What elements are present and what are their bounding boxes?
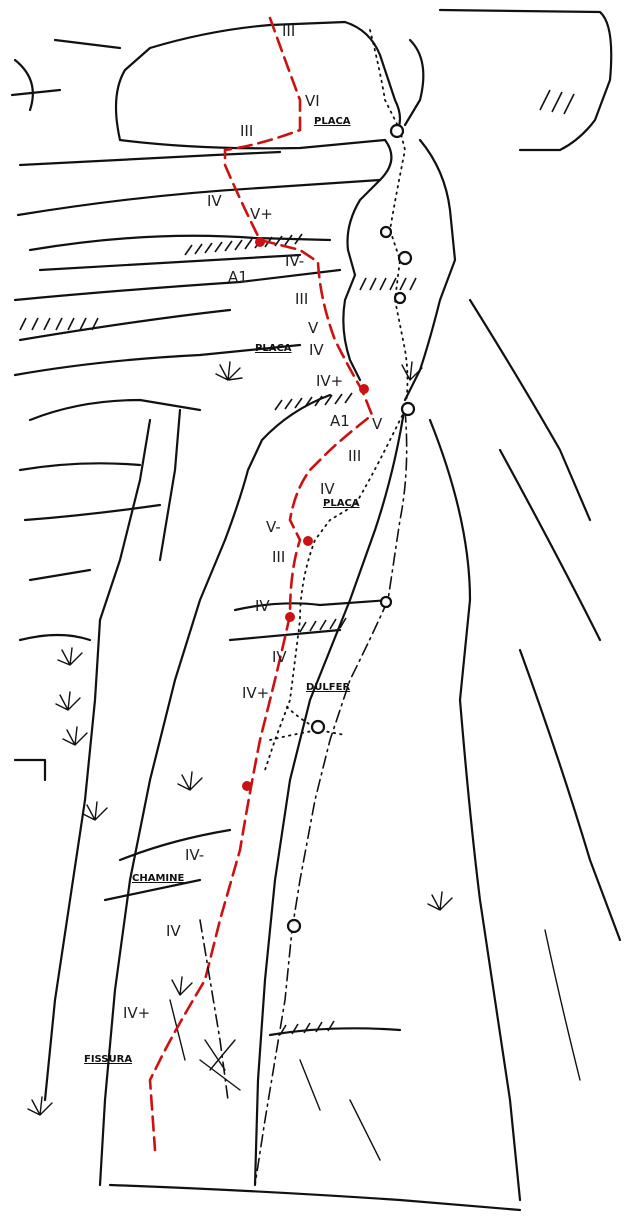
grade-iv-1: IV (207, 192, 222, 210)
grade-ivplus-2: IV+ (242, 684, 269, 702)
grade-ivminus-2: IV- (185, 846, 204, 864)
grade-ivplus-3: IV+ (123, 1004, 150, 1022)
grade-a1-2: A1 (330, 412, 350, 430)
grade-v-2: V (372, 415, 383, 433)
right-wall-edge (430, 420, 520, 1200)
chimney-ledges (105, 830, 230, 900)
bush-2 (58, 648, 82, 665)
label-placa-low: PLACA (323, 498, 360, 509)
grade-iv-5: IV (272, 648, 287, 666)
belay-ring-6 (381, 597, 391, 607)
grade-iii-3: III (295, 290, 308, 308)
bush-4 (63, 727, 87, 745)
hatched-overhangs (20, 90, 574, 1035)
left-block-lines (20, 400, 200, 520)
top-boulder-outline (116, 22, 400, 140)
belay-ring-3 (399, 252, 411, 264)
bush-5 (178, 772, 202, 790)
belay-red-1 (255, 237, 265, 247)
overhang-hatch-6 (540, 90, 574, 114)
ground-line (110, 1185, 520, 1210)
right-cracks (470, 300, 600, 640)
grade-iii-5: III (272, 548, 285, 566)
upper-ledge-lines (18, 152, 380, 215)
bush-3 (56, 692, 80, 710)
bush-7 (428, 892, 452, 910)
belay-ring-8 (288, 920, 300, 932)
lower-ledges (230, 600, 390, 640)
belay-red-4 (285, 612, 295, 622)
grade-iv-6: IV (166, 922, 181, 940)
belay-ring-7 (312, 721, 324, 733)
grade-iii-top: III (282, 22, 295, 40)
left-lower-blocks (20, 570, 90, 640)
pillar-left-edge (343, 140, 391, 380)
belay-ring-4 (395, 293, 405, 303)
belay-red-5 (242, 781, 252, 791)
grade-iii-4: III (348, 447, 361, 465)
grade-vminus: V- (266, 518, 281, 536)
overhang-hatch-4 (360, 278, 416, 290)
bush-10 (402, 362, 422, 380)
right-thin-crack (545, 930, 580, 1080)
belay-ring-1 (391, 125, 403, 137)
top-right-edge (405, 40, 423, 125)
middle-ledges (15, 270, 340, 340)
belay-ring-2 (381, 227, 391, 237)
top-right-boulder (440, 10, 611, 150)
grade-ivminus-1: IV- (285, 252, 304, 270)
belay-red-3 (303, 536, 313, 546)
grade-vplus-1: V+ (250, 205, 273, 223)
left-block-verticals (100, 410, 180, 620)
left-gully-edge (45, 620, 100, 1100)
label-chamine: CHAMINE (132, 873, 184, 884)
grade-iv-2: IV (309, 341, 324, 359)
overhang-hatch-5 (20, 318, 98, 330)
grade-v-1: V (308, 319, 319, 337)
grade-ivplus-1: IV+ (316, 372, 343, 390)
label-fissura: FISSURA (84, 1054, 132, 1065)
base-ledge (270, 1028, 400, 1035)
grade-labels: III VI III IV V+ A1 IV- III V IV IV+ A1 … (123, 22, 383, 1022)
top-left-lines (12, 40, 120, 110)
grade-iii-2: III (240, 122, 253, 140)
grade-iv-3: IV (320, 480, 335, 498)
belay-red-2 (359, 384, 369, 394)
main-left-edge (100, 395, 330, 1185)
belay-ring-5 (402, 403, 414, 415)
bush-6 (83, 802, 107, 820)
rock-outlines (12, 10, 620, 1210)
bush-8 (172, 977, 192, 995)
grade-vi: VI (305, 92, 320, 110)
grade-iv-4: IV (255, 597, 270, 615)
section-labels: PLACA PLACA PLACA DULFER CHAMINE FISSURA (84, 116, 360, 1065)
base-cracks (170, 1000, 380, 1160)
bush-1 (216, 362, 242, 380)
label-placa-top: PLACA (314, 116, 351, 127)
label-placa-mid: PLACA (255, 343, 292, 354)
grade-a1-1: A1 (228, 268, 248, 286)
pillar-right-edge (405, 140, 455, 400)
far-right-edge (520, 650, 620, 940)
left-notch (15, 760, 45, 780)
bush-9 (28, 1097, 52, 1115)
label-dulfer: DULFER (306, 682, 350, 693)
